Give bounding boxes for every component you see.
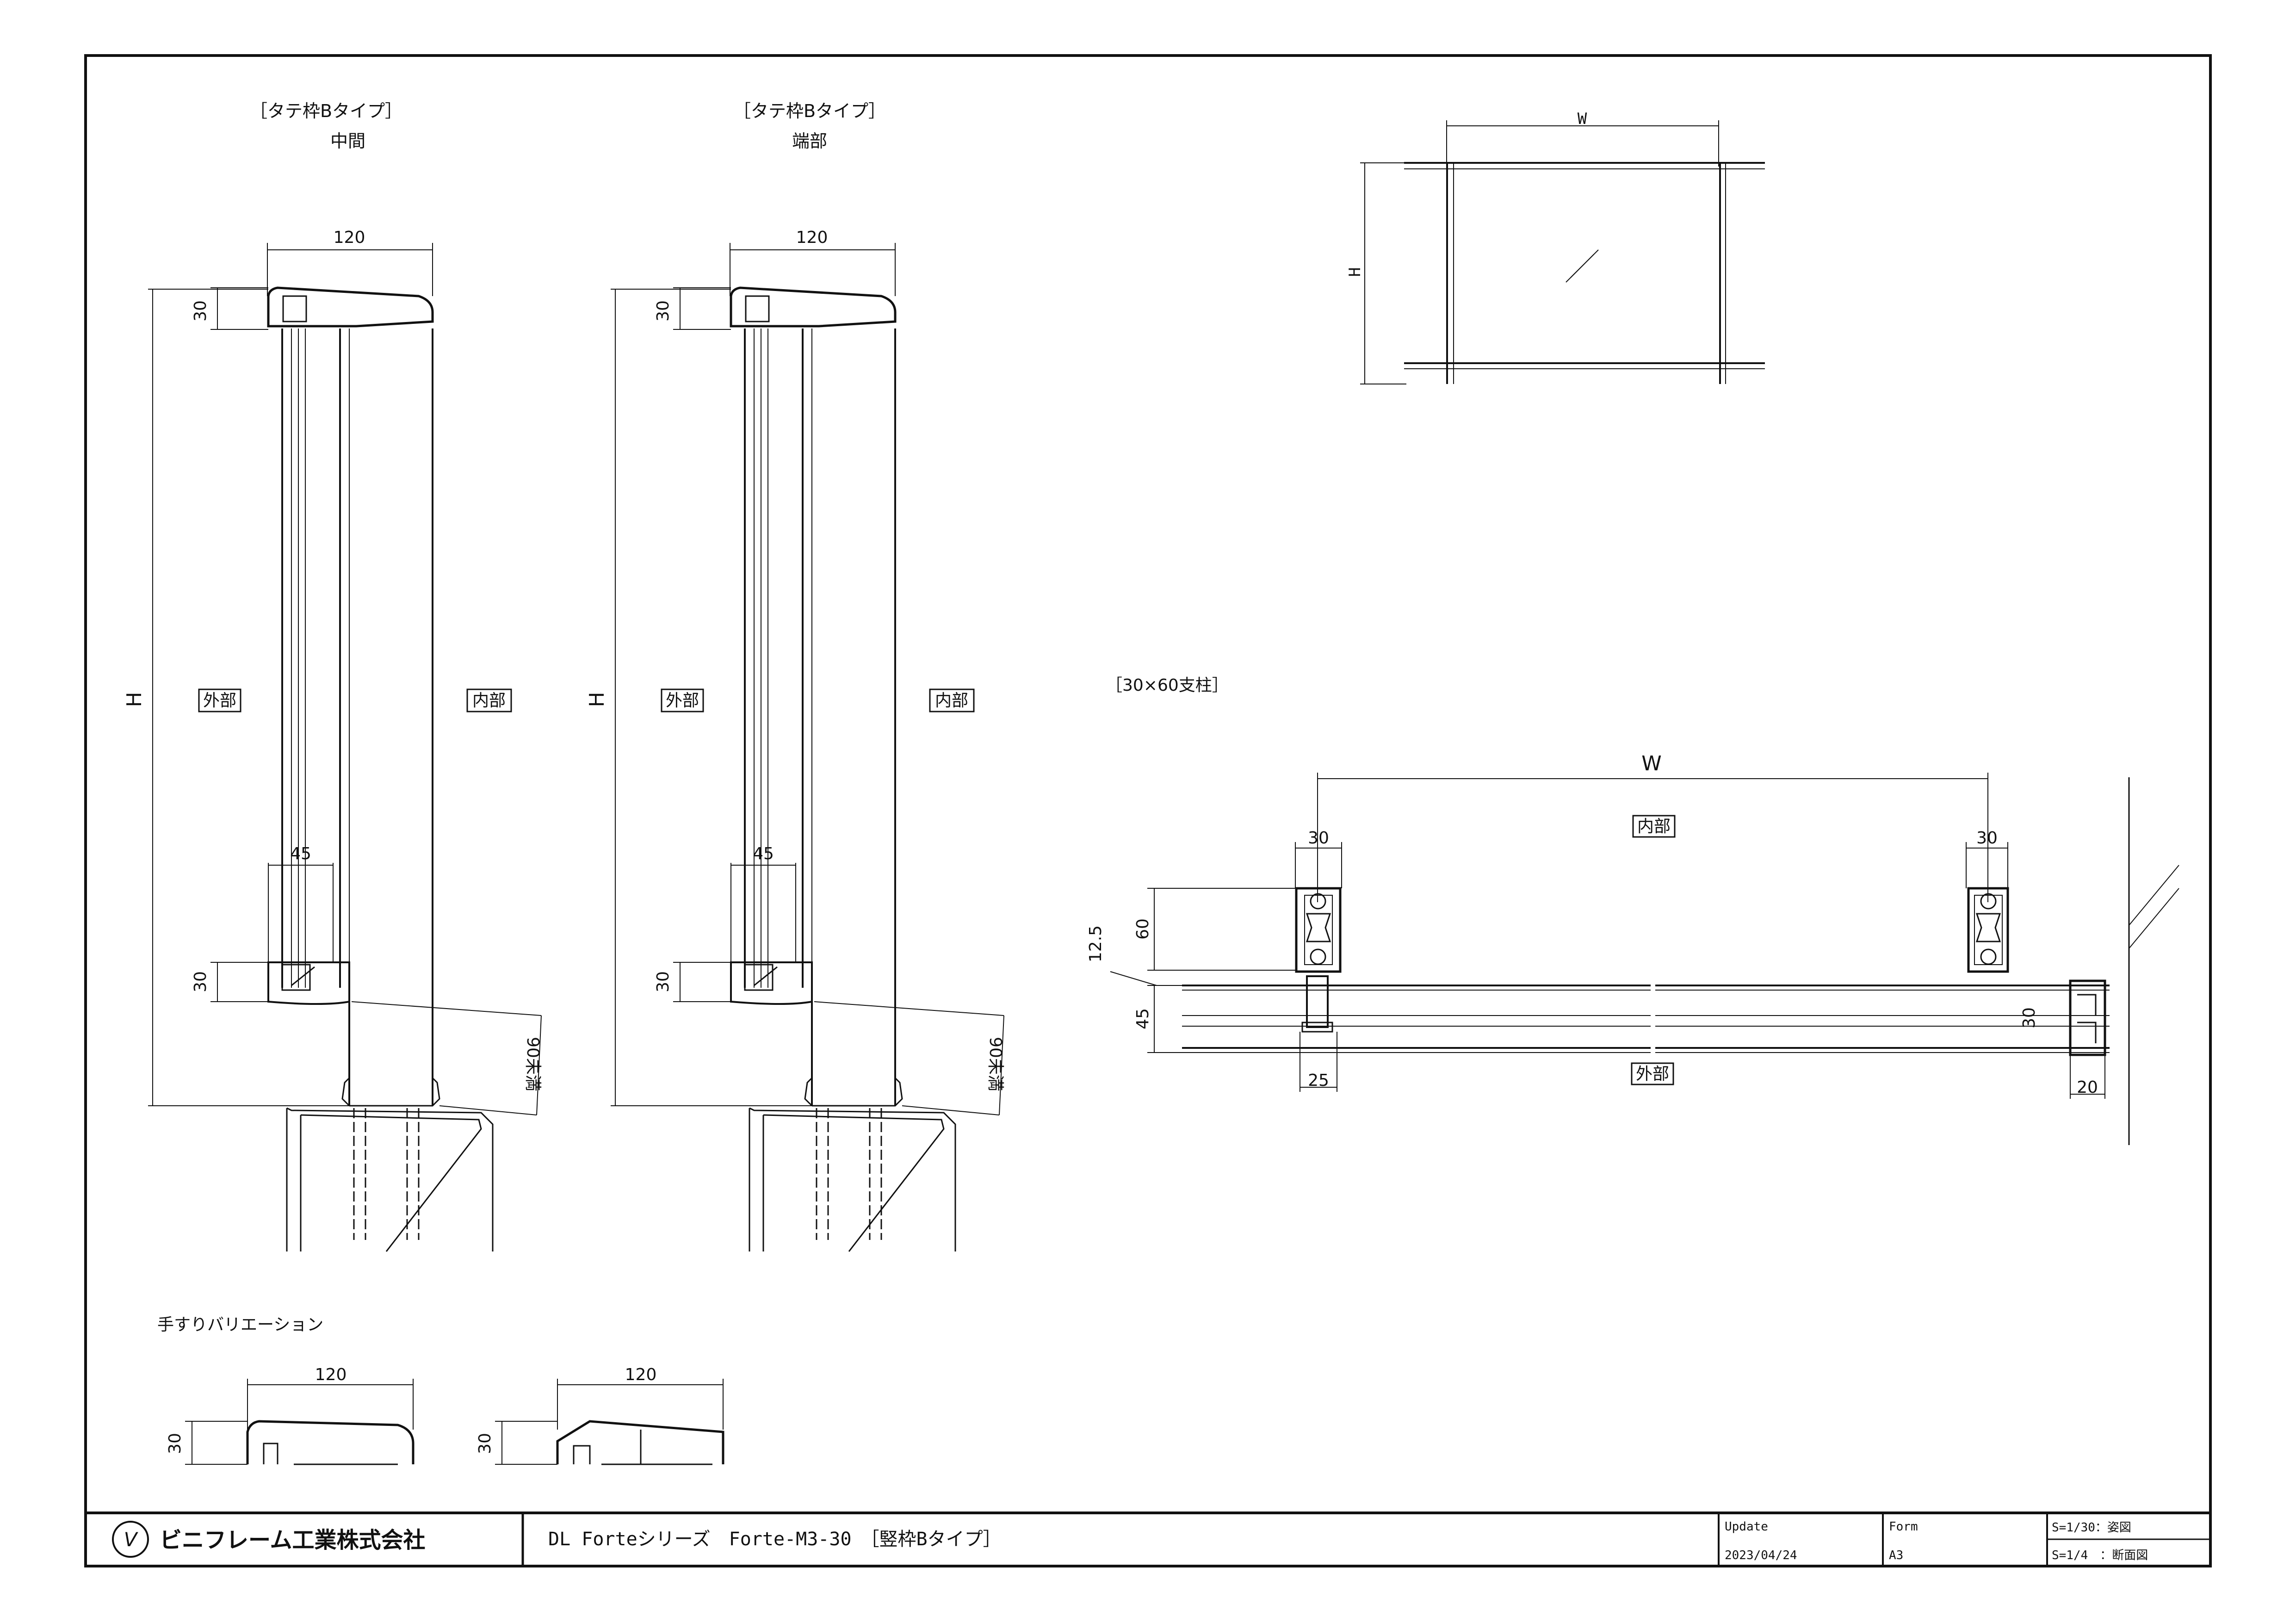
update-label: Update bbox=[1725, 1520, 1768, 1534]
plan-45: 45 bbox=[1133, 1008, 1152, 1029]
dim-end-bottom-30: 30 bbox=[654, 971, 673, 992]
elevation-view: W H bbox=[1346, 110, 1765, 384]
post-section-view: ［30×60支柱］ W 内部 外部 30 30 60 bbox=[1086, 676, 2179, 1145]
dim-middle-bottom-30: 30 bbox=[191, 971, 210, 992]
handrail-b-width: 120 bbox=[625, 1365, 657, 1384]
label-end-interior: 内部 bbox=[935, 691, 968, 710]
plan-right-30: 30 bbox=[1976, 829, 1998, 848]
view-middle-subheading: 中間 bbox=[330, 131, 365, 151]
dim-middle-h: H bbox=[123, 692, 146, 707]
elevation-w: W bbox=[1578, 110, 1587, 128]
title-block: V ビニフレーム工業株式会社 DL Forteシリーズ Forte-M3-30 … bbox=[86, 1511, 2210, 1566]
label-middle-exterior: 外部 bbox=[203, 691, 236, 710]
scale-2: S=1/4 ：断面図 bbox=[2052, 1549, 2148, 1562]
plan-20: 20 bbox=[2077, 1078, 2098, 1097]
dim-end-top-30: 30 bbox=[654, 300, 673, 322]
dim-end-width: 120 bbox=[796, 228, 828, 247]
sheet-border bbox=[84, 54, 2212, 1567]
plan-exterior: 外部 bbox=[1636, 1065, 1669, 1084]
plan-left-30: 30 bbox=[1308, 829, 1329, 848]
plan-60: 60 bbox=[1133, 918, 1152, 940]
dim-end-45: 45 bbox=[753, 844, 774, 863]
view-middle-heading: ［タテ枠Bタイプ］ bbox=[250, 101, 402, 121]
handrail-variations: 手すりバリエーション 120 30 120 30 bbox=[157, 1315, 724, 1465]
dim-middle-under90: 90未満 bbox=[523, 1037, 542, 1091]
view-end-subheading: 端部 bbox=[792, 131, 827, 151]
handrail-heading: 手すりバリエーション bbox=[157, 1315, 323, 1334]
logo-mark: V bbox=[124, 1528, 139, 1551]
company-logo-icon bbox=[112, 1521, 149, 1558]
view-end-heading: ［タテ枠Bタイプ］ bbox=[733, 101, 886, 121]
section-view-middle: ［タテ枠Bタイプ］ 中間 120 30 45 bbox=[123, 101, 542, 1252]
dim-end-under90: 90未満 bbox=[986, 1037, 1005, 1091]
handrail-b-30: 30 bbox=[476, 1433, 495, 1454]
dim-middle-45: 45 bbox=[290, 844, 311, 863]
handrail-a-30: 30 bbox=[166, 1433, 185, 1454]
section-view-end: ［タテ枠Bタイプ］ 端部 120 30 45 30 bbox=[585, 101, 1005, 1252]
handrail-a-width: 120 bbox=[315, 1365, 347, 1384]
plan-25: 25 bbox=[1308, 1071, 1329, 1090]
plan-12-5: 12.5 bbox=[1086, 925, 1105, 962]
plan-interior: 内部 bbox=[1637, 817, 1671, 836]
scale-1: S=1/30：姿図 bbox=[2052, 1521, 2131, 1535]
form-label: Form bbox=[1889, 1520, 1918, 1534]
update-value: 2023/04/24 bbox=[1725, 1549, 1797, 1562]
label-end-exterior: 外部 bbox=[666, 691, 699, 710]
drawing-title: DL Forteシリーズ Forte-M3-30 ［竪枠Bタイプ］ bbox=[548, 1529, 1002, 1550]
post-section-heading: ［30×60支柱］ bbox=[1106, 676, 1229, 695]
dim-middle-top-30: 30 bbox=[191, 300, 210, 322]
company-name: ビニフレーム工業株式会社 bbox=[160, 1527, 426, 1553]
elevation-h: H bbox=[1346, 267, 1364, 277]
dim-middle-width: 120 bbox=[334, 228, 365, 247]
label-middle-interior: 内部 bbox=[472, 691, 506, 710]
dim-end-h: H bbox=[585, 692, 609, 707]
form-value: A3 bbox=[1889, 1549, 1903, 1562]
plan-w: W bbox=[1641, 752, 1662, 775]
plan-right-end-30: 30 bbox=[2020, 1007, 2039, 1028]
